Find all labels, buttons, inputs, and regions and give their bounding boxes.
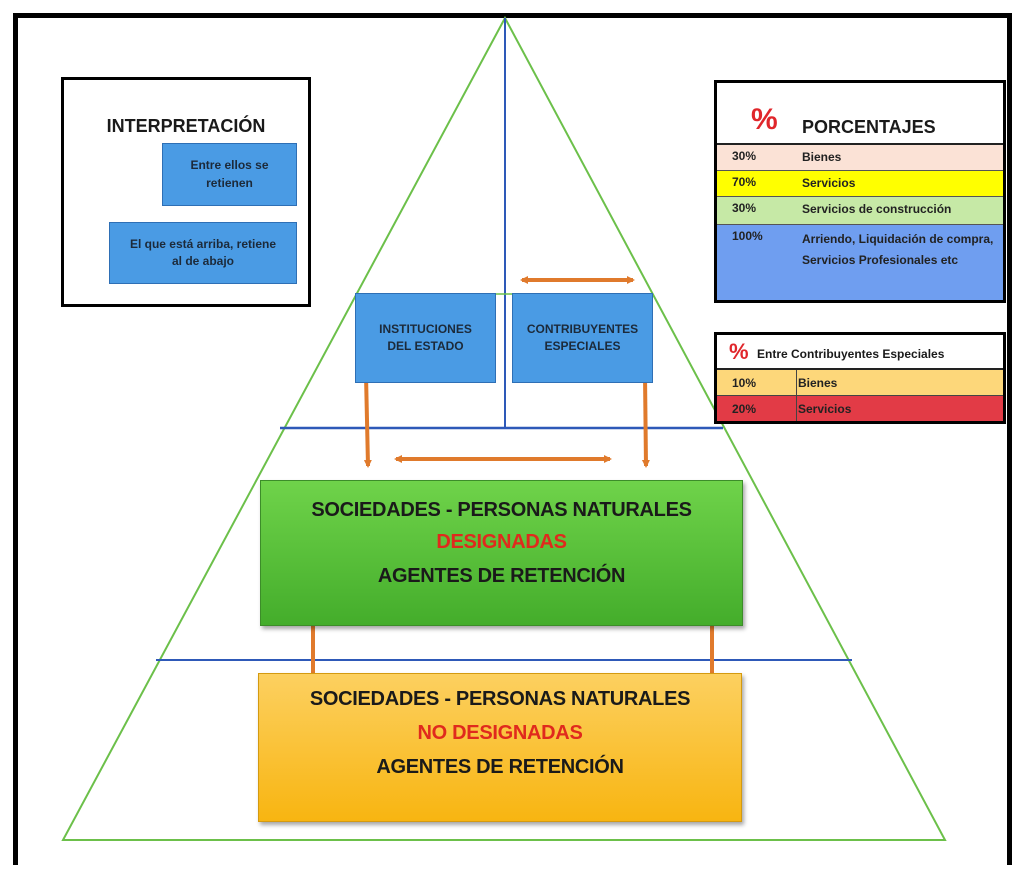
row-percent: 20% — [732, 402, 757, 416]
row-percent: 10% — [732, 376, 757, 390]
ce-title: Entre Contribuyentes Especiales — [757, 347, 945, 361]
vertical-arrow-meaning: El que está arriba, retiene al de abajo — [109, 222, 297, 284]
porcentajes-table: % PORCENTAJES 30% Bienes 70% Servicios 3… — [714, 80, 1006, 303]
row-percent: 70% — [732, 175, 757, 189]
row-label: Servicios de construcción — [802, 202, 952, 216]
contribuyentes-down-arrow — [641, 374, 650, 468]
row-label: Arriendo, Liquidación de compra, Servici… — [802, 232, 994, 267]
designadas-tier: SOCIEDADES - PERSONAS NATURALES DESIGNAD… — [260, 480, 743, 626]
ce-row: 10% Bienes — [717, 370, 1003, 396]
contribuyentes-especiales-table: % Entre Contribuyentes Especiales 10% Bi… — [714, 332, 1006, 424]
row-label: Servicios — [798, 402, 852, 416]
porcentajes-row: 70% Servicios — [717, 171, 1003, 197]
row-label: Bienes — [802, 150, 842, 164]
porcentajes-row: 100% Arriendo, Liquidación de compra, Se… — [717, 225, 1003, 300]
no-designadas-line3: AGENTES DE RETENCIÓN — [376, 756, 624, 778]
row-label: Servicios — [802, 176, 856, 190]
contribuyentes-especiales-box: CONTRIBUYENTES ESPECIALES — [512, 293, 653, 383]
percent-icon: % — [751, 103, 778, 136]
row-percent: 30% — [732, 149, 757, 163]
outer-border — [13, 13, 1012, 865]
ce-row: 20% Servicios — [717, 396, 1003, 421]
porcentajes-title: PORCENTAJES — [802, 117, 936, 137]
row-percent: 30% — [732, 201, 757, 215]
porcentajes-row: 30% Servicios de construcción — [717, 197, 1003, 225]
row-label: Bienes — [798, 376, 838, 390]
designadas-line3: AGENTES DE RETENCIÓN — [377, 565, 626, 587]
row-percent: 100% — [732, 229, 763, 243]
percent-icon: % — [729, 339, 749, 364]
horizontal-arrow-meaning: Entre ellos se retienen — [162, 143, 297, 206]
no-designadas-tier: SOCIEDADES - PERSONAS NATURALES NO DESIG… — [258, 673, 742, 822]
porcentajes-header: % PORCENTAJES — [717, 83, 1003, 145]
interpretation-title: INTERPRETACIÓN — [106, 116, 266, 136]
ce-header: % Entre Contribuyentes Especiales — [717, 335, 1003, 370]
no-designadas-highlight: NO DESIGNADAS — [417, 722, 583, 744]
no-designadas-line1: SOCIEDADES - PERSONAS NATURALES — [309, 688, 691, 710]
instituciones-del-estado-box: INSTITUCIONES DEL ESTADO — [355, 293, 496, 383]
porcentajes-row: 30% Bienes — [717, 145, 1003, 171]
designadas-highlight: DESIGNADAS — [436, 531, 567, 553]
designadas-line1: SOCIEDADES - PERSONAS NATURALES — [311, 499, 692, 521]
instituciones-down-arrow — [363, 374, 372, 468]
